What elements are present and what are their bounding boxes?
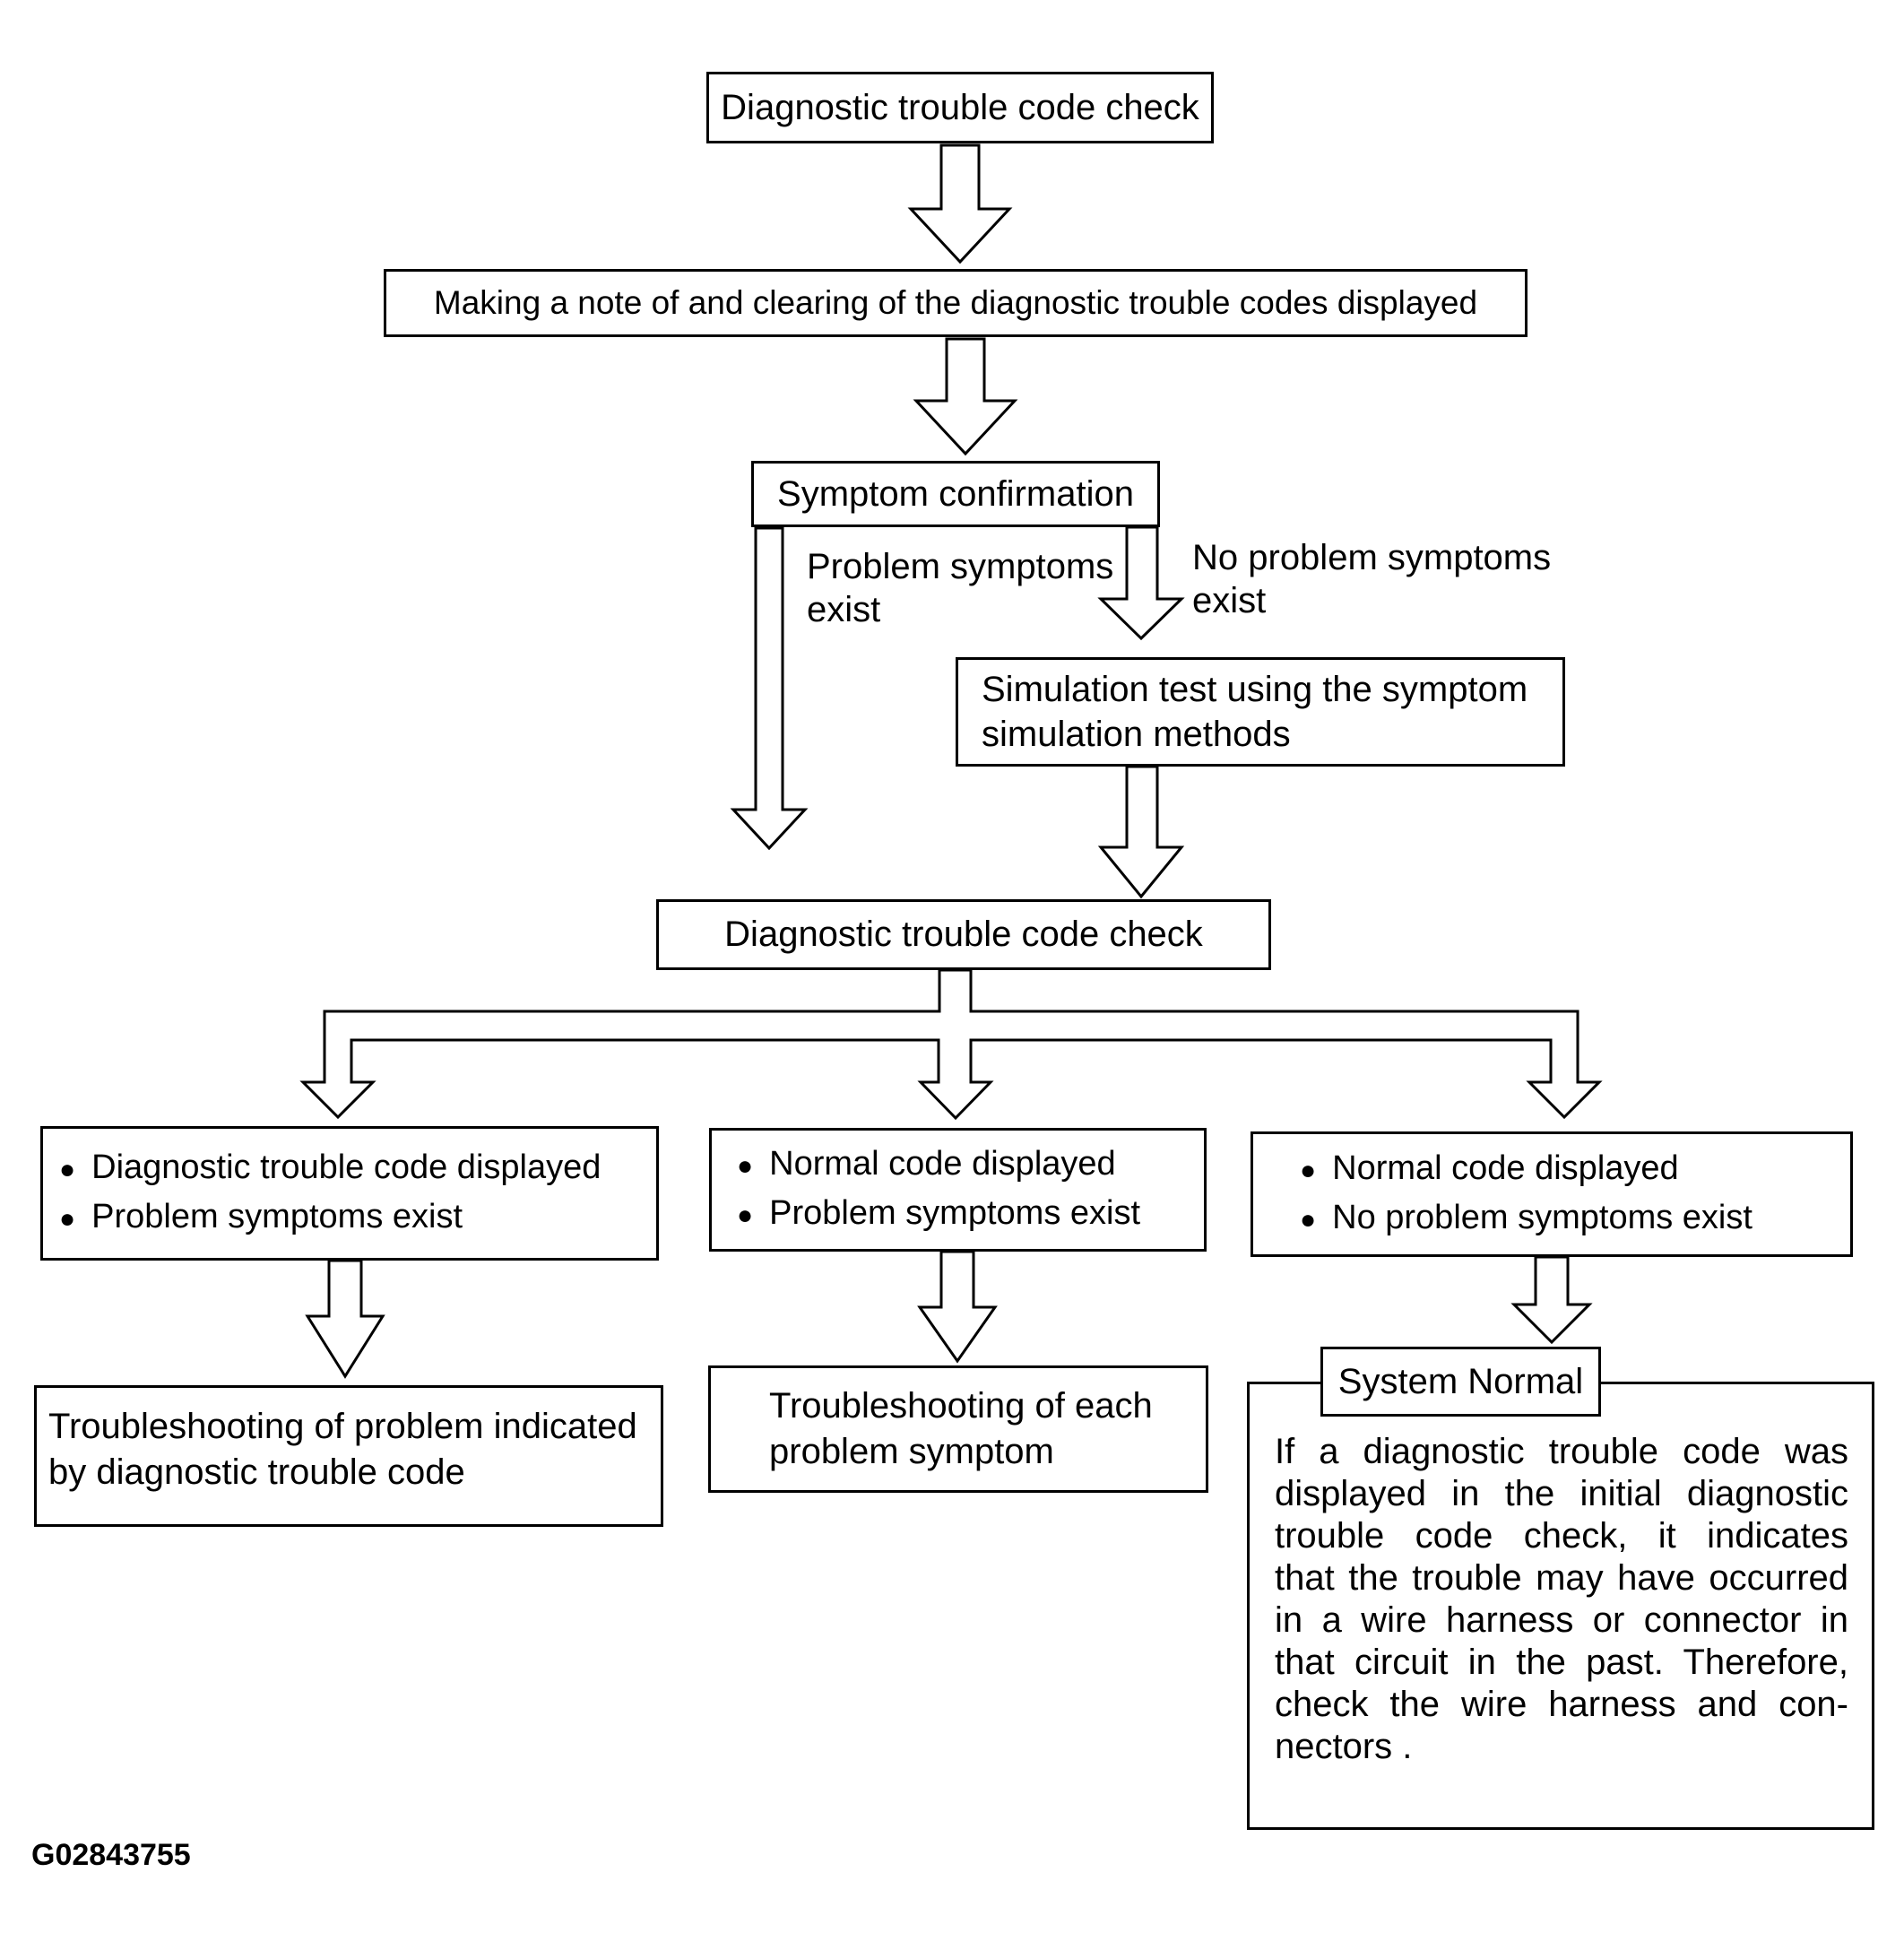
note-line: that circuit in the past. Therefore, bbox=[1275, 1643, 1848, 1682]
figure-id: G02843755 bbox=[31, 1838, 191, 1872]
outcome-item: ● Normal code displayed bbox=[737, 1140, 1204, 1190]
outcome-item-text: Diagnostic trouble code displayed bbox=[91, 1149, 601, 1186]
node-label: Symptom confirmation bbox=[777, 473, 1134, 514]
outcome-item-text: Problem symptoms exist bbox=[769, 1194, 1141, 1232]
node-diagnostic-trouble-code-check-1: Diagnostic trouble code check bbox=[706, 72, 1214, 143]
note-line: If a diagnostic trouble code was bbox=[1275, 1432, 1848, 1471]
outcome-item: ● Diagnostic trouble code displayed bbox=[59, 1144, 656, 1193]
note-line: trouble code check, it indicates bbox=[1275, 1516, 1848, 1556]
node-diagnostic-trouble-code-check-2: Diagnostic trouble code check bbox=[656, 899, 1271, 970]
edge-label-problem-symptoms-exist: Problem symptoms exist bbox=[807, 545, 1113, 631]
node-outcome-normal-code-no-problem: ● Normal code displayed ● No problem sym… bbox=[1251, 1131, 1853, 1257]
node-system-normal: System Normal bbox=[1320, 1347, 1601, 1417]
outcome-item-text: Normal code displayed bbox=[1332, 1149, 1679, 1187]
arrow-dtc-check-to-note-clear bbox=[907, 143, 1013, 264]
node-system-normal-note: If a diagnostic trouble code was display… bbox=[1247, 1382, 1874, 1830]
node-simulation-test: Simulation test using the symptom simula… bbox=[956, 657, 1565, 767]
arrow-outcome-left-to-troubleshoot-dtc bbox=[305, 1259, 385, 1379]
note-line: in a wire harness or connector in bbox=[1275, 1600, 1848, 1640]
bullet-icon: ● bbox=[737, 1201, 754, 1230]
note-line: displayed in the initial diagnostic bbox=[1275, 1474, 1848, 1513]
bullet-icon: ● bbox=[59, 1204, 76, 1234]
node-label: Diagnostic trouble code check bbox=[724, 914, 1203, 954]
node-label-line: Troubleshooting of each bbox=[769, 1386, 1153, 1426]
node-troubleshooting-of-dtc-problem: Troubleshooting of problem indicated by … bbox=[34, 1385, 663, 1527]
node-label-line: simulation methods bbox=[982, 715, 1291, 754]
bullet-icon: ● bbox=[737, 1151, 754, 1181]
edge-label-line: exist bbox=[1192, 581, 1267, 620]
outcome-item: ● Normal code displayed bbox=[1300, 1145, 1850, 1194]
arrow-simulation-test-to-dtc-check bbox=[1097, 765, 1185, 899]
arrow-note-clear-to-symptom-confirmation bbox=[913, 337, 1018, 456]
node-symptom-confirmation: Symptom confirmation bbox=[751, 461, 1160, 527]
edge-label-line: No problem symptoms bbox=[1192, 538, 1552, 577]
edge-label-line: exist bbox=[807, 590, 881, 629]
edge-label-no-problem-symptoms-exist: No problem symptoms exist bbox=[1192, 536, 1551, 622]
node-note-and-clear-codes: Making a note of and clearing of the dia… bbox=[384, 269, 1528, 337]
outcome-item-text: No problem symptoms exist bbox=[1332, 1199, 1753, 1236]
node-outcome-dtc-displayed-problem-exist: ● Diagnostic trouble code displayed ● Pr… bbox=[40, 1126, 659, 1261]
note-line: check the wire harness and con- bbox=[1275, 1685, 1848, 1724]
node-label: System Normal bbox=[1337, 1361, 1584, 1401]
outcome-item: ● Problem symptoms exist bbox=[737, 1190, 1204, 1239]
branch-distributor-three-way bbox=[299, 968, 1603, 1121]
bullet-icon: ● bbox=[59, 1155, 76, 1184]
node-label-line: by diagnostic trouble code bbox=[48, 1452, 465, 1492]
bullet-icon: ● bbox=[1300, 1156, 1317, 1185]
node-outcome-normal-code-problem-exist: ● Normal code displayed ● Problem sympto… bbox=[709, 1128, 1207, 1252]
outcome-item: ● Problem symptoms exist bbox=[59, 1193, 656, 1243]
outcome-item-text: Problem symptoms exist bbox=[91, 1198, 463, 1235]
bullet-icon: ● bbox=[1300, 1205, 1317, 1235]
node-troubleshooting-of-each-symptom: Troubleshooting of each problem symptom bbox=[708, 1365, 1208, 1493]
node-label: Making a note of and clearing of the dia… bbox=[433, 284, 1478, 321]
note-line: that the trouble may have occurred bbox=[1275, 1558, 1848, 1598]
arrow-outcome-middle-to-troubleshoot-symptom bbox=[917, 1250, 998, 1364]
arrow-outcome-right-to-system-normal bbox=[1510, 1255, 1593, 1345]
node-label-line: problem symptom bbox=[769, 1432, 1054, 1471]
outcome-item-text: Normal code displayed bbox=[769, 1145, 1116, 1183]
arrow-problem-symptoms-exist bbox=[730, 526, 809, 851]
edge-label-line: Problem symptoms bbox=[807, 547, 1114, 586]
node-label-line: Troubleshooting of problem indicated bbox=[48, 1407, 637, 1446]
arrow-no-problem-symptoms-exist bbox=[1097, 525, 1185, 641]
node-label-line: Simulation test using the symptom bbox=[982, 670, 1528, 709]
node-label: Diagnostic trouble code check bbox=[721, 87, 1199, 127]
outcome-item: ● No problem symptoms exist bbox=[1300, 1194, 1850, 1244]
note-line: nectors . bbox=[1275, 1727, 1413, 1766]
